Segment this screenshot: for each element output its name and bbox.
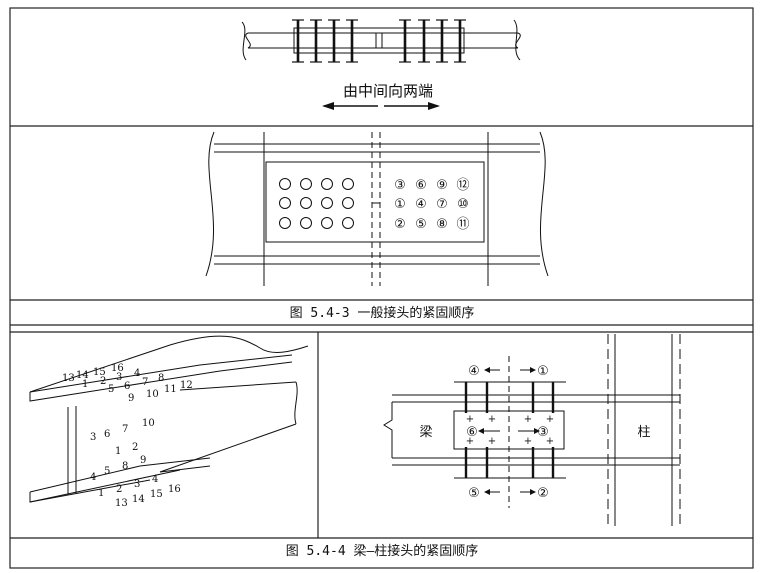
beam-column-joint-diagram	[383, 334, 681, 526]
beam-label: 梁	[419, 425, 432, 440]
svg-text:+: +	[546, 436, 554, 447]
svg-text:⑫: ⑫	[456, 178, 469, 193]
svg-text:11: 11	[164, 384, 177, 395]
svg-text:③: ③	[537, 425, 549, 440]
svg-text:15: 15	[93, 367, 106, 378]
svg-text:②: ②	[537, 486, 549, 501]
top-bolts	[296, 20, 462, 62]
svg-text:①: ①	[394, 197, 406, 212]
svg-text:14: 14	[76, 370, 89, 381]
web-plate-bolts: + + + + + + + +	[466, 414, 554, 447]
svg-text:⑦: ⑦	[436, 197, 448, 212]
svg-text:9: 9	[128, 393, 134, 404]
svg-text:+: +	[488, 436, 496, 447]
svg-text:⑤: ⑤	[468, 486, 480, 501]
svg-text:④: ④	[415, 197, 427, 212]
svg-text:5: 5	[104, 466, 110, 477]
joint-arrowheads	[478, 367, 540, 495]
svg-text:1: 1	[82, 379, 88, 390]
svg-text:16: 16	[111, 363, 124, 374]
svg-text:10: 10	[146, 389, 159, 400]
svg-text:⑨: ⑨	[436, 178, 448, 193]
direction-arrows	[322, 102, 440, 110]
svg-text:12: 12	[180, 380, 193, 391]
svg-text:8: 8	[122, 461, 128, 472]
general-joint-diagram	[205, 131, 549, 286]
svg-text:+: +	[466, 414, 474, 425]
svg-text:13: 13	[62, 373, 75, 384]
isometric-bolt-numbers: 13 14 15 16 1 2 3 4 5 6 7 8 9 10 11 12 3…	[62, 363, 193, 509]
svg-text:5: 5	[108, 384, 114, 395]
svg-text:3: 3	[134, 479, 140, 490]
svg-text:②: ②	[394, 217, 406, 232]
svg-text:⑥: ⑥	[415, 178, 427, 193]
top-splice-diagram	[241, 19, 521, 63]
svg-text:4: 4	[134, 368, 140, 379]
svg-text:6: 6	[104, 429, 110, 440]
svg-text:1: 1	[98, 488, 104, 499]
svg-text:16: 16	[168, 484, 181, 495]
svg-text:6: 6	[124, 381, 130, 392]
svg-text:⑥: ⑥	[466, 425, 478, 440]
svg-text:2: 2	[132, 442, 138, 453]
svg-text:10: 10	[142, 418, 155, 429]
svg-text:⑩: ⑩	[457, 197, 469, 212]
svg-text:⑪: ⑪	[456, 217, 469, 232]
caption-fig-5-4-3: 图 5.4-3 一般接头的紧固顺序	[290, 305, 475, 321]
svg-text:+: +	[466, 436, 474, 447]
svg-text:⑤: ⑤	[415, 217, 427, 232]
svg-text:①: ①	[537, 364, 549, 379]
svg-text:9: 9	[140, 455, 146, 466]
svg-text:+: +	[524, 436, 532, 447]
svg-text:+: +	[546, 414, 554, 425]
joint-order-labels: ④ ① ⑥ ③ ⑤ ②	[466, 364, 549, 501]
svg-text:4: 4	[90, 472, 96, 483]
svg-text:7: 7	[122, 424, 128, 435]
svg-text:13: 13	[115, 498, 128, 509]
column-label: 柱	[637, 425, 650, 440]
svg-text:2: 2	[116, 484, 122, 495]
svg-text:7: 7	[142, 377, 148, 388]
svg-text:③: ③	[394, 178, 406, 193]
svg-text:15: 15	[150, 489, 163, 500]
svg-text:14: 14	[132, 494, 145, 505]
direction-text: 由中间向两端	[343, 82, 433, 100]
svg-text:4: 4	[152, 474, 158, 485]
svg-text:3: 3	[116, 372, 122, 383]
svg-text:1: 1	[115, 446, 121, 457]
numbered-bolt-group: ③ ⑥ ⑨ ⑫ ① ④ ⑦ ⑩ ② ⑤ ⑧ ⑪	[394, 178, 469, 232]
left-bolt-group	[279, 178, 354, 229]
svg-text:+: +	[524, 414, 532, 425]
svg-text:2: 2	[100, 376, 106, 387]
outer-frame	[9, 7, 754, 569]
caption-fig-5-4-4: 图 5.4-4 梁—柱接头的紧固顺序	[286, 543, 479, 559]
svg-text:④: ④	[468, 364, 480, 379]
svg-text:3: 3	[90, 432, 96, 443]
svg-text:+: +	[488, 414, 496, 425]
svg-text:⑧: ⑧	[436, 217, 448, 232]
svg-text:8: 8	[158, 373, 164, 384]
isometric-beam-diagram	[29, 335, 309, 503]
